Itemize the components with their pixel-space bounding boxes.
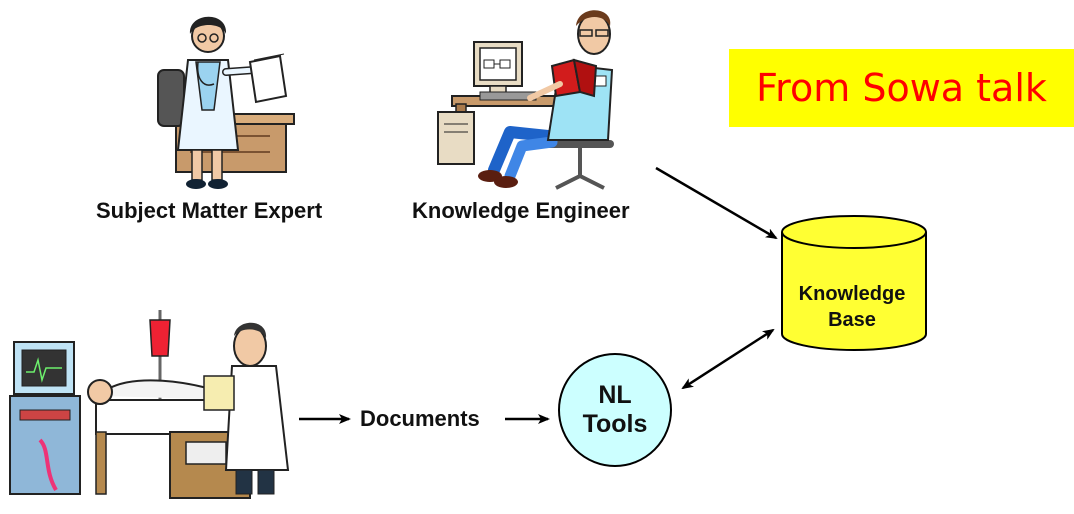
subject-matter-expert-label: Subject Matter Expert xyxy=(96,198,323,223)
knowledge-base-label: Knowledge Base xyxy=(782,281,922,333)
documents-label: Documents xyxy=(360,406,480,431)
nl-tools-circle xyxy=(558,353,672,467)
knowledge-engineer-label: Knowledge Engineer xyxy=(412,198,630,223)
knowledge-base-line2: Base xyxy=(828,309,876,331)
arrow-kb-nl-bidirectional xyxy=(681,328,775,390)
nl-tools-line1: NL xyxy=(598,381,632,409)
knowledge-base-line1: Knowledge xyxy=(798,283,906,305)
sowa-callout-text: From Sowa talk xyxy=(756,66,1047,110)
subject-matter-expert-illustration xyxy=(157,16,295,189)
hospital-scene-illustration xyxy=(9,310,290,499)
knowledge-base-cylinder xyxy=(781,215,927,351)
nl-tools-label: NL Tools xyxy=(560,381,670,439)
knowledge-engineer-illustration xyxy=(437,10,614,190)
sowa-callout: From Sowa talk xyxy=(729,49,1074,127)
nl-tools-line2: Tools xyxy=(582,410,648,438)
arrow-engineer-to-kb xyxy=(655,166,778,240)
